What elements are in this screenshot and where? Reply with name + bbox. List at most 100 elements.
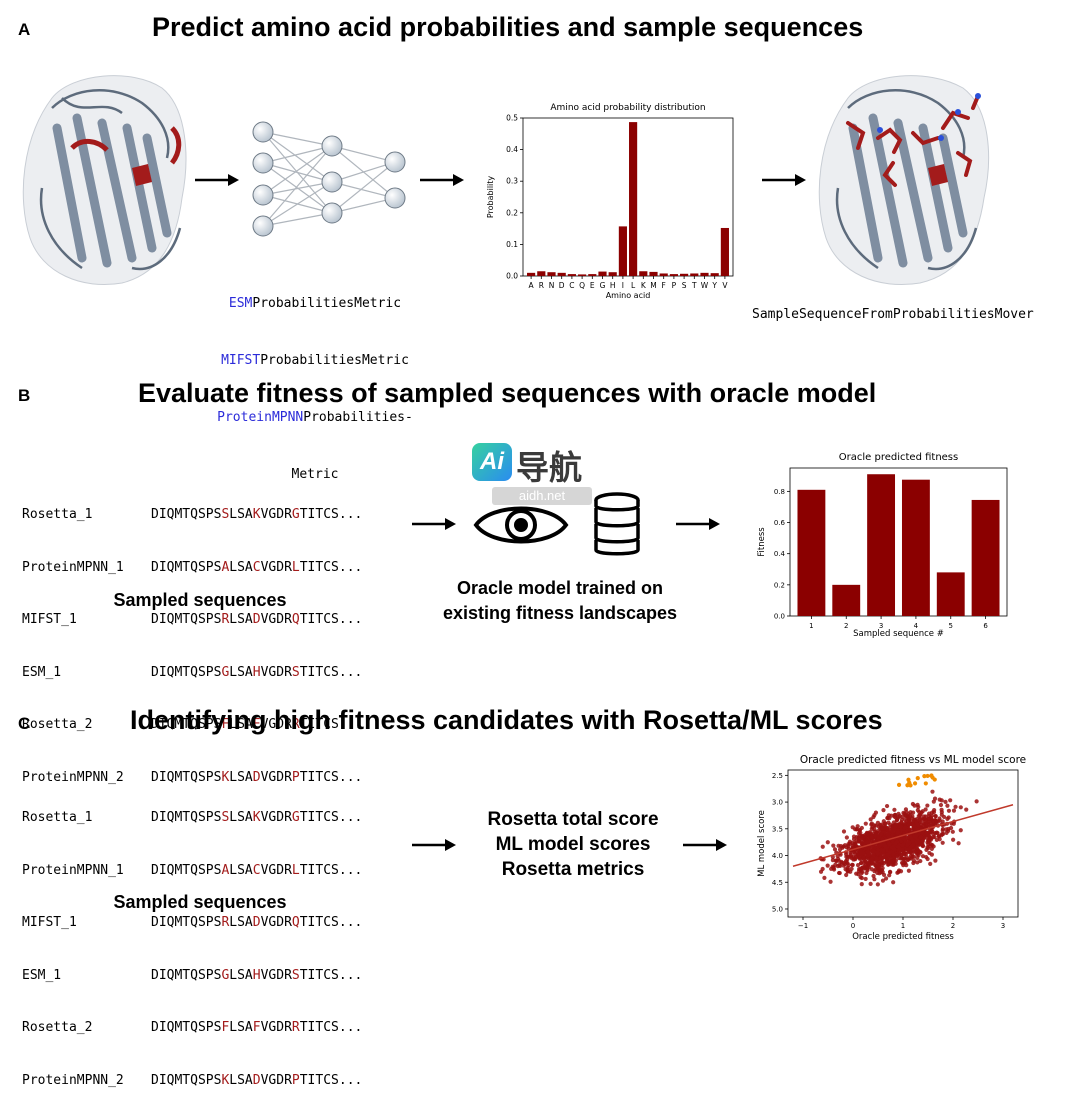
metric-prefix: ESM [228, 296, 253, 311]
scatter-point [904, 843, 910, 848]
scatter-point [865, 840, 870, 845]
scatter-point [910, 801, 915, 807]
scatter-point [880, 866, 885, 871]
panel-c-letter: C [18, 714, 31, 733]
scatter-point [829, 866, 834, 871]
scatter-point [951, 837, 956, 842]
scatter-point [892, 847, 897, 852]
protein-structure-input [22, 75, 187, 286]
scatter-point [863, 876, 868, 882]
panel-a-letter: A [18, 20, 31, 39]
scatter-point [924, 854, 929, 860]
scatter-point [956, 841, 961, 846]
scatter-point [912, 849, 917, 854]
scatter-point [887, 850, 893, 855]
scatter-point [908, 810, 913, 815]
scatter-point [881, 808, 886, 813]
y-tick-label: 0.4 [774, 550, 786, 558]
scatter-point [825, 840, 830, 845]
scatter-point [906, 819, 911, 824]
scatter-point [822, 875, 827, 881]
y-tick-label: 5.0 [772, 905, 783, 913]
scatter-point [844, 835, 849, 840]
scatter-point [946, 826, 951, 832]
scatter-point [873, 823, 878, 828]
sequence-name: ProteinMPNN_2 [22, 1072, 124, 1088]
x-tick-label: 2 [951, 922, 955, 930]
x-tick-label: N [549, 281, 555, 290]
scatter-point [899, 843, 905, 848]
outlier-point [915, 776, 920, 781]
x-tick-label: 6 [983, 622, 988, 630]
scatter-point [883, 876, 889, 881]
scatter-point [863, 821, 868, 826]
scatter-point [926, 838, 931, 843]
neural-network-icon [252, 121, 406, 237]
sequence-string: DIQMTQSPSFLSAFVGDRRTITCS... [151, 1020, 363, 1035]
scatter-point [901, 863, 906, 868]
amino-acid-probability-chart: Amino acid probability distribution0.00.… [486, 103, 734, 300]
bar-Y [710, 273, 719, 276]
scatter-point [873, 861, 878, 866]
scatter-point [917, 810, 922, 815]
scatter-point [892, 827, 897, 832]
scatter-point [836, 843, 841, 848]
panel-b-letter: B [18, 386, 31, 405]
sequence-string: DIQMTQSPSFLSAFVGDRRTITCS... [151, 717, 363, 732]
scatter-point [911, 842, 916, 848]
scatter-point [892, 814, 897, 819]
scatter-point [856, 835, 861, 840]
scatter-point [844, 845, 849, 850]
scatter-point [905, 857, 911, 862]
scatter-point [910, 821, 915, 826]
bar-T [690, 273, 699, 276]
scatter-point [883, 844, 888, 849]
sequence-name: ProteinMPNN_2 [22, 769, 124, 785]
scatter-point [904, 809, 909, 815]
bar-3 [867, 474, 896, 616]
scatter-point [845, 854, 850, 859]
x-axis-label: Sampled sequence # [853, 629, 944, 639]
scatter-point [866, 845, 871, 850]
scatter-point [880, 878, 886, 883]
chart-title: Oracle predicted fitness vs ML model sco… [800, 754, 1026, 766]
metric-suffix: ProbabilitiesMetric [260, 353, 409, 368]
sequence-names-b: Rosetta_1 ProteinMPNN_1 MIFST_1 ESM_1 Ro… [22, 471, 124, 804]
sequence-strings-b: DIQMTQSPSSLSAKVGDRGTITCS... DIQMTQSPSALS… [151, 471, 362, 804]
arrow-icon [412, 839, 456, 851]
scatter-point [945, 803, 950, 808]
arrow-icon [420, 174, 464, 186]
sequence-strings-c: DIQMTQSPSSLSAKVGDRGTITCS... DIQMTQSPSALS… [151, 774, 362, 1107]
x-axis-label: Oracle predicted fitness [852, 932, 954, 942]
scatter-point [857, 839, 862, 844]
y-axis-label: Probability [486, 176, 495, 219]
x-tick-label: Q [579, 281, 585, 290]
scatter-point [871, 873, 876, 879]
scatter-point [925, 803, 930, 808]
scatter-point [892, 841, 898, 846]
outlier-point [922, 774, 927, 779]
eye-icon [473, 506, 569, 544]
scatter-point [940, 831, 946, 837]
scatter-point [878, 832, 883, 837]
y-tick-label: 0.5 [506, 114, 518, 123]
scatter-point [875, 865, 880, 870]
sequence-name: ProteinMPNN_1 [22, 862, 124, 878]
scatter-point [902, 851, 907, 856]
sequence-names-c: Rosetta_1 ProteinMPNN_1 MIFST_1 ESM_1 Ro… [22, 774, 124, 1107]
scatter-point [920, 809, 925, 814]
scatter-point [925, 846, 931, 851]
scatter-point [918, 834, 924, 840]
bar-5 [936, 572, 965, 616]
bar-D [557, 272, 566, 276]
metric-line-mifst: MIFSTProbabilitiesMetric [210, 351, 420, 370]
scatter-point [859, 825, 864, 831]
scatter-point [958, 805, 963, 810]
oracle-caption-line: existing fitness landscapes [442, 603, 678, 623]
scatter-point [879, 826, 884, 831]
sequence-string: DIQMTQSPSSLSAKVGDRGTITCS... [151, 507, 363, 522]
x-tick-label: V [722, 281, 728, 290]
x-tick-label: L [631, 281, 636, 290]
panel-a-title: Predict amino acid probabilities and sam… [152, 12, 864, 42]
x-tick-label: 3 [1001, 922, 1005, 930]
